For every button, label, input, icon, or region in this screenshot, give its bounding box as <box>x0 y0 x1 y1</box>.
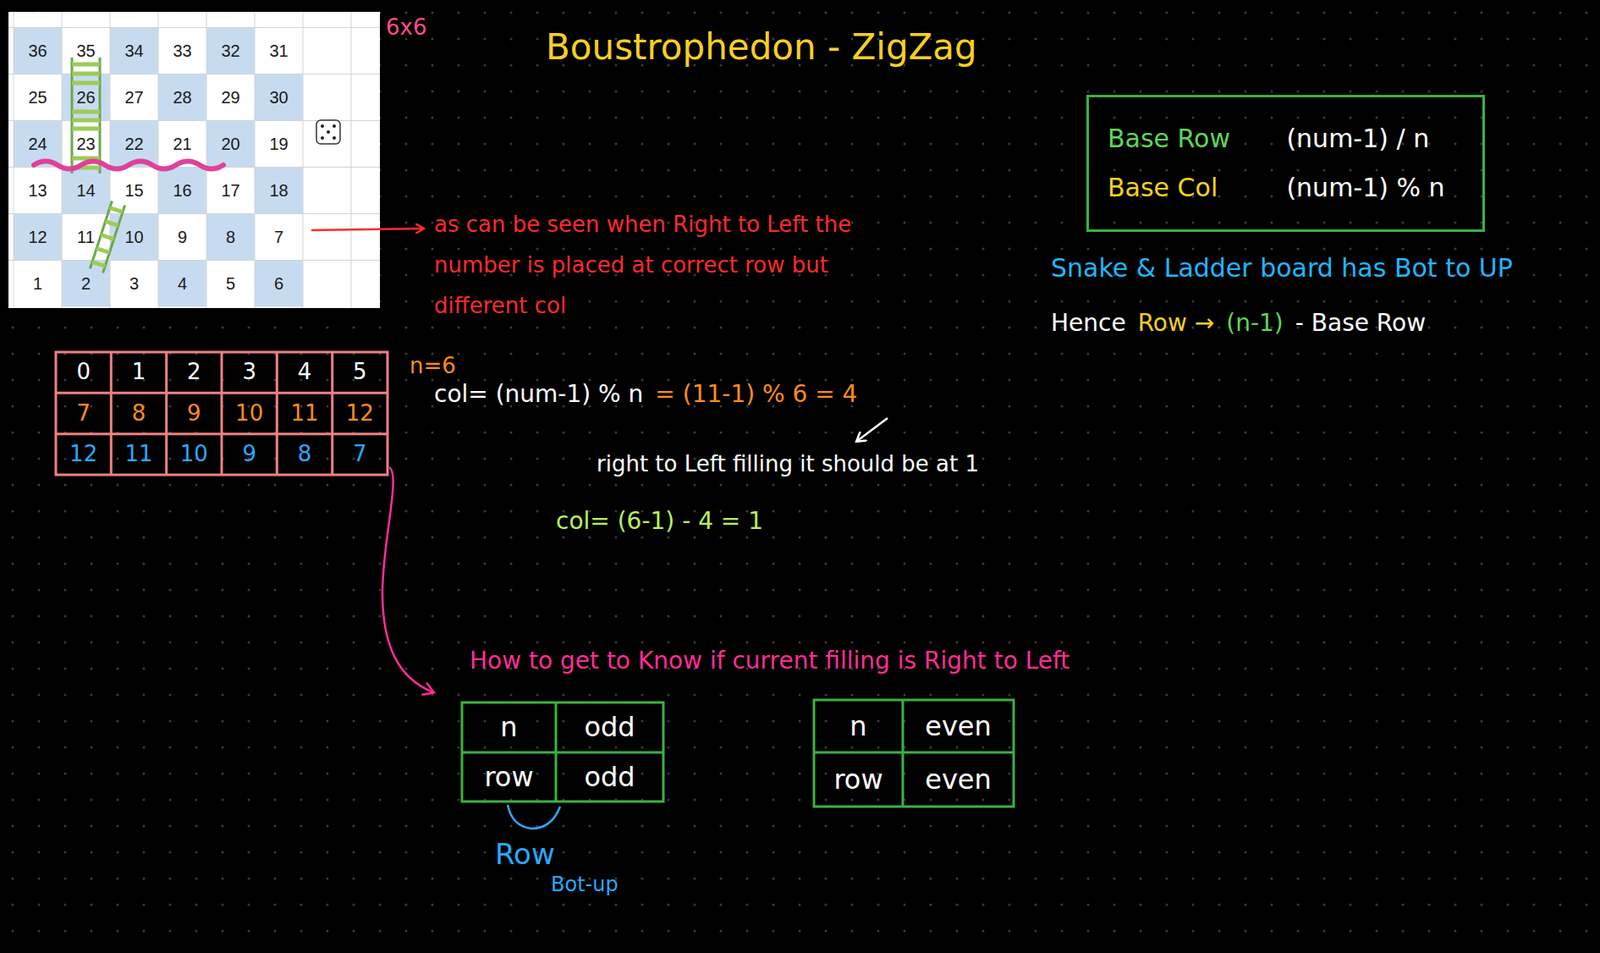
board-cell-number: 35 <box>61 27 110 75</box>
formula-text: (n-1) <box>1226 309 1284 337</box>
annotation: Bot-up <box>550 873 619 897</box>
formula-text: Base Col <box>1107 173 1249 204</box>
formula-text: - Base Row <box>1295 309 1426 337</box>
board-cell-number: 11 <box>61 214 110 261</box>
table-cell: even <box>902 752 1014 807</box>
table-cell: 11 <box>110 434 166 475</box>
board-cell-number: 32 <box>206 27 255 75</box>
board-cell-number: 6 <box>254 260 303 308</box>
table-cell: 7 <box>55 392 111 434</box>
table-cell: 8 <box>110 392 166 434</box>
board-cell-number: 8 <box>206 214 255 261</box>
board-cell-number: 12 <box>13 214 62 261</box>
table-cell: 3 <box>221 351 277 393</box>
table-cell: 12 <box>55 434 111 475</box>
table-cell: 1 <box>110 351 166 393</box>
index-table <box>55 351 388 475</box>
board-size-note: 6x6 <box>385 15 427 41</box>
board-cell-number: 33 <box>158 27 207 75</box>
question-text: How to get to Know if current filling is… <box>469 647 1070 675</box>
table-cell: 12 <box>332 392 388 434</box>
table-cell: row <box>461 752 556 802</box>
text-row: Hence Row → (n-1) - Base Row <box>1050 309 1426 337</box>
board-cell-number: 25 <box>13 74 62 121</box>
board-cell-number: 34 <box>109 27 159 75</box>
formula-text: col= (6-1) - 4 = 1 <box>555 507 764 535</box>
snake <box>33 161 224 170</box>
board-cell-number: 4 <box>158 260 207 308</box>
board-cell-number: 16 <box>158 167 207 215</box>
board-cell-number: 17 <box>206 167 255 215</box>
board-cell-number: 15 <box>109 167 159 215</box>
board-cell-number: 24 <box>13 120 62 168</box>
formula-text: Row → <box>1138 309 1216 337</box>
table-cell: 10 <box>166 434 222 475</box>
table-cell: odd <box>555 752 664 802</box>
table-cell: 2 <box>166 351 222 393</box>
table-cell: 8 <box>276 434 332 475</box>
pointer-arrow <box>311 228 424 231</box>
board-cell-number: 26 <box>61 74 110 121</box>
formula-text: Base Row <box>1107 124 1249 154</box>
snake-ladder-board <box>8 11 380 308</box>
board-cell-number: 14 <box>61 167 110 215</box>
board-cell-number: 23 <box>61 120 110 168</box>
board-cell-number: 18 <box>254 167 303 215</box>
parity-table <box>461 702 664 802</box>
board-cell-number: 10 <box>109 214 159 261</box>
note-text: Snake & Ladder board has Bot to UP <box>1050 253 1513 284</box>
board-cell-number: 5 <box>206 260 255 308</box>
table-cell: 9 <box>221 434 277 475</box>
board-cell-number: 1 <box>13 260 62 308</box>
formula-text: col= (num-1) % n <box>434 380 644 408</box>
parity-table <box>813 699 1014 807</box>
board-cell-number: 36 <box>13 27 62 75</box>
note-text: right to Left filling it should be at 1 <box>596 451 979 478</box>
table-cell: 9 <box>166 392 222 434</box>
board-cell-number: 21 <box>158 120 207 168</box>
table-cell: 0 <box>55 351 111 393</box>
board-cell-number: 22 <box>109 120 159 168</box>
board-cell-number: 13 <box>13 167 62 215</box>
formula-text: (num-1) / n <box>1286 124 1464 154</box>
table-cell: n <box>813 699 903 753</box>
table-cell: 7 <box>332 434 388 475</box>
table-cell: 5 <box>332 351 388 393</box>
board-cell-number: 19 <box>254 120 303 168</box>
ladder <box>89 201 125 274</box>
bracket <box>507 804 561 829</box>
board-cell-number: 3 <box>109 260 159 308</box>
board-cell-number: 28 <box>158 74 207 121</box>
table-cell: n <box>461 702 556 753</box>
table-cell: even <box>902 699 1014 753</box>
board-cell-number: 27 <box>109 74 159 121</box>
diagram-title: Boustrophedon - ZigZag <box>545 27 978 68</box>
board-cell-number: 7 <box>254 214 303 261</box>
text-row: col= (num-1) % n = (11-1) % 6 = 4 <box>434 380 858 408</box>
annotation: Row <box>494 837 556 871</box>
table-cell: row <box>813 752 903 807</box>
board-cell-number: 31 <box>254 27 303 75</box>
parameter-note: n=6 <box>409 353 457 380</box>
ladder <box>71 57 100 174</box>
formula-box: Base Row (num-1) / n Base Col (num-1) % n <box>1086 94 1485 232</box>
table-cell: odd <box>555 702 664 753</box>
board-cell-number: 2 <box>61 260 110 308</box>
curved-arrow <box>382 467 434 693</box>
formula-text: Hence <box>1050 309 1127 337</box>
note-text: as can be seen when Right to Left the nu… <box>434 203 883 326</box>
board-cell-number: 9 <box>158 214 207 261</box>
dice-icon <box>316 120 341 144</box>
formula-text: (num-1) % n <box>1286 173 1464 204</box>
table-cell: 4 <box>276 351 332 393</box>
board-cell-number: 20 <box>206 120 255 168</box>
table-cell: 10 <box>221 392 277 434</box>
table-cell: 11 <box>276 392 332 434</box>
formula-text: = (11-1) % 6 = 4 <box>654 380 858 408</box>
board-cell-number: 29 <box>206 74 255 121</box>
board-cell-number: 30 <box>254 74 303 121</box>
pointer-arrow <box>857 417 888 441</box>
